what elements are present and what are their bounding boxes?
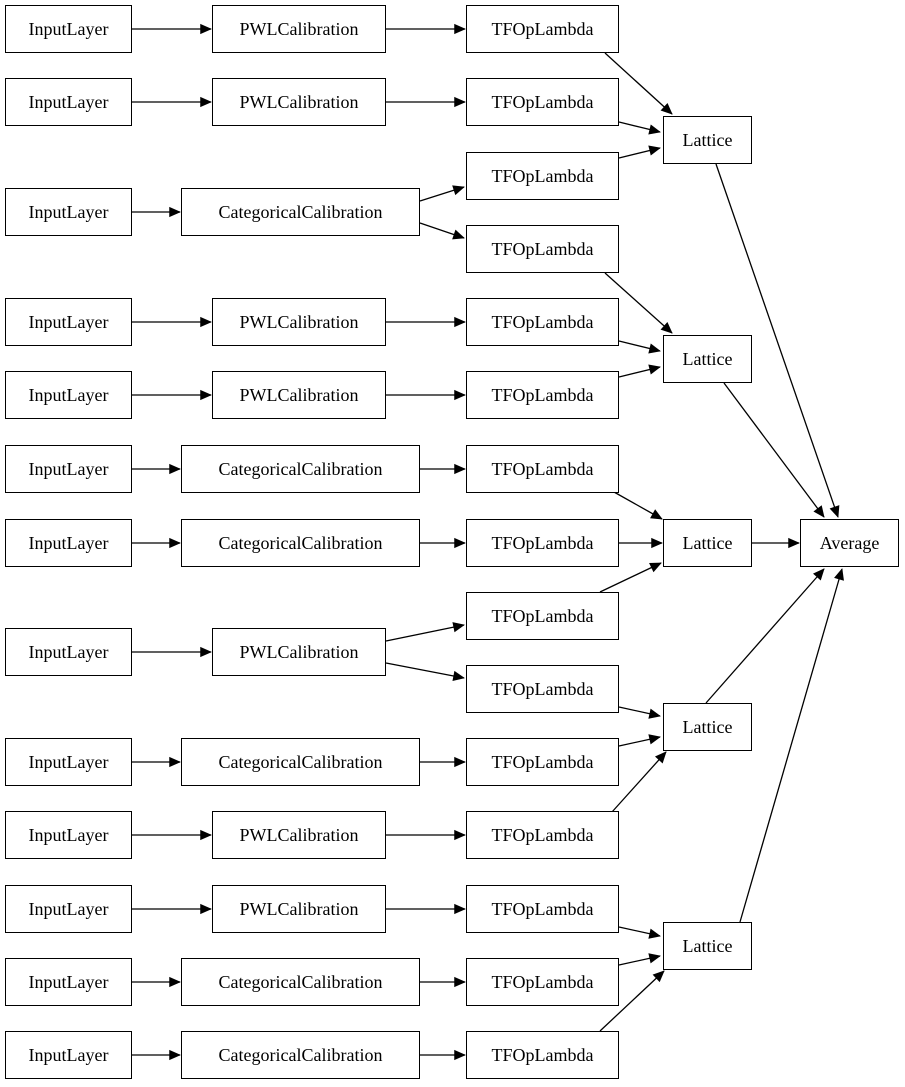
node-tfoplambda-t11: TFOpLambda <box>466 811 619 859</box>
edge-t3-L1 <box>604 272 673 334</box>
node-categoricalcalibration-c2: CategoricalCalibration <box>181 188 420 236</box>
node-inputlayer-il9: InputLayer <box>5 811 132 859</box>
edge-t0-L0 <box>604 52 673 115</box>
node-pwlcalibration-c10: PWLCalibration <box>212 885 386 933</box>
node-tfoplambda-t10: TFOpLambda <box>466 738 619 786</box>
node-categoricalcalibration-c6: CategoricalCalibration <box>181 519 420 567</box>
edge-t8-L2 <box>599 562 662 593</box>
node-pwlcalibration-c3: PWLCalibration <box>212 298 386 346</box>
edge-t9-L3 <box>618 706 661 719</box>
node-lattice-L0: Lattice <box>663 116 752 164</box>
node-inputlayer-il11: InputLayer <box>5 958 132 1006</box>
node-tfoplambda-t0: TFOpLambda <box>466 5 619 53</box>
edge-t1-L0 <box>618 121 661 135</box>
node-inputlayer-il12: InputLayer <box>5 1031 132 1079</box>
node-inputlayer-il2: InputLayer <box>5 188 132 236</box>
node-inputlayer-il8: InputLayer <box>5 738 132 786</box>
node-inputlayer-il5: InputLayer <box>5 445 132 493</box>
node-pwlcalibration-c9: PWLCalibration <box>212 811 386 859</box>
node-average-avg: Average <box>800 519 899 567</box>
node-inputlayer-il0: InputLayer <box>5 5 132 53</box>
node-lattice-L4: Lattice <box>663 922 752 970</box>
node-tfoplambda-t7: TFOpLambda <box>466 519 619 567</box>
node-tfoplambda-t5: TFOpLambda <box>466 371 619 419</box>
edge-t11-L3 <box>611 751 667 813</box>
edge-L0-avg <box>715 163 840 518</box>
edge-t14-L4 <box>599 970 665 1032</box>
node-tfoplambda-t12: TFOpLambda <box>466 885 619 933</box>
edge-c2-t3 <box>419 222 465 240</box>
edge-t13-L4 <box>618 953 661 966</box>
node-tfoplambda-t2: TFOpLambda <box>466 152 619 200</box>
node-inputlayer-il10: InputLayer <box>5 885 132 933</box>
edge-t12-L4 <box>618 926 661 939</box>
edge-t6-L2 <box>613 491 663 520</box>
edge-t4-L1 <box>618 340 661 354</box>
edge-L4-avg <box>739 568 844 923</box>
node-lattice-L1: Lattice <box>663 335 752 383</box>
node-pwlcalibration-c7: PWLCalibration <box>212 628 386 676</box>
node-inputlayer-il7: InputLayer <box>5 628 132 676</box>
node-pwlcalibration-c1: PWLCalibration <box>212 78 386 126</box>
node-categoricalcalibration-c12: CategoricalCalibration <box>181 1031 420 1079</box>
node-pwlcalibration-c0: PWLCalibration <box>212 5 386 53</box>
edge-L3-avg <box>705 568 825 704</box>
node-lattice-L2: Lattice <box>663 519 752 567</box>
node-inputlayer-il3: InputLayer <box>5 298 132 346</box>
node-categoricalcalibration-c5: CategoricalCalibration <box>181 445 420 493</box>
edge-t5-L1 <box>618 364 661 378</box>
node-lattice-L3: Lattice <box>663 703 752 751</box>
node-inputlayer-il4: InputLayer <box>5 371 132 419</box>
node-tfoplambda-t14: TFOpLambda <box>466 1031 619 1079</box>
node-inputlayer-il6: InputLayer <box>5 519 132 567</box>
node-categoricalcalibration-c11: CategoricalCalibration <box>181 958 420 1006</box>
edge-t2-L0 <box>618 145 661 159</box>
node-tfoplambda-t1: TFOpLambda <box>466 78 619 126</box>
node-tfoplambda-t6: TFOpLambda <box>466 445 619 493</box>
edge-c2-t2 <box>419 185 465 202</box>
node-tfoplambda-t4: TFOpLambda <box>466 298 619 346</box>
edge-t10-L3 <box>618 734 661 747</box>
edge-L1-avg <box>723 382 825 518</box>
node-tfoplambda-t9: TFOpLambda <box>466 665 619 713</box>
node-pwlcalibration-c4: PWLCalibration <box>212 371 386 419</box>
node-categoricalcalibration-c8: CategoricalCalibration <box>181 738 420 786</box>
node-tfoplambda-t3: TFOpLambda <box>466 225 619 273</box>
edge-c7-t8 <box>385 622 465 642</box>
edge-c7-t9 <box>385 662 465 682</box>
node-tfoplambda-t13: TFOpLambda <box>466 958 619 1006</box>
node-inputlayer-il1: InputLayer <box>5 78 132 126</box>
node-tfoplambda-t8: TFOpLambda <box>466 592 619 640</box>
